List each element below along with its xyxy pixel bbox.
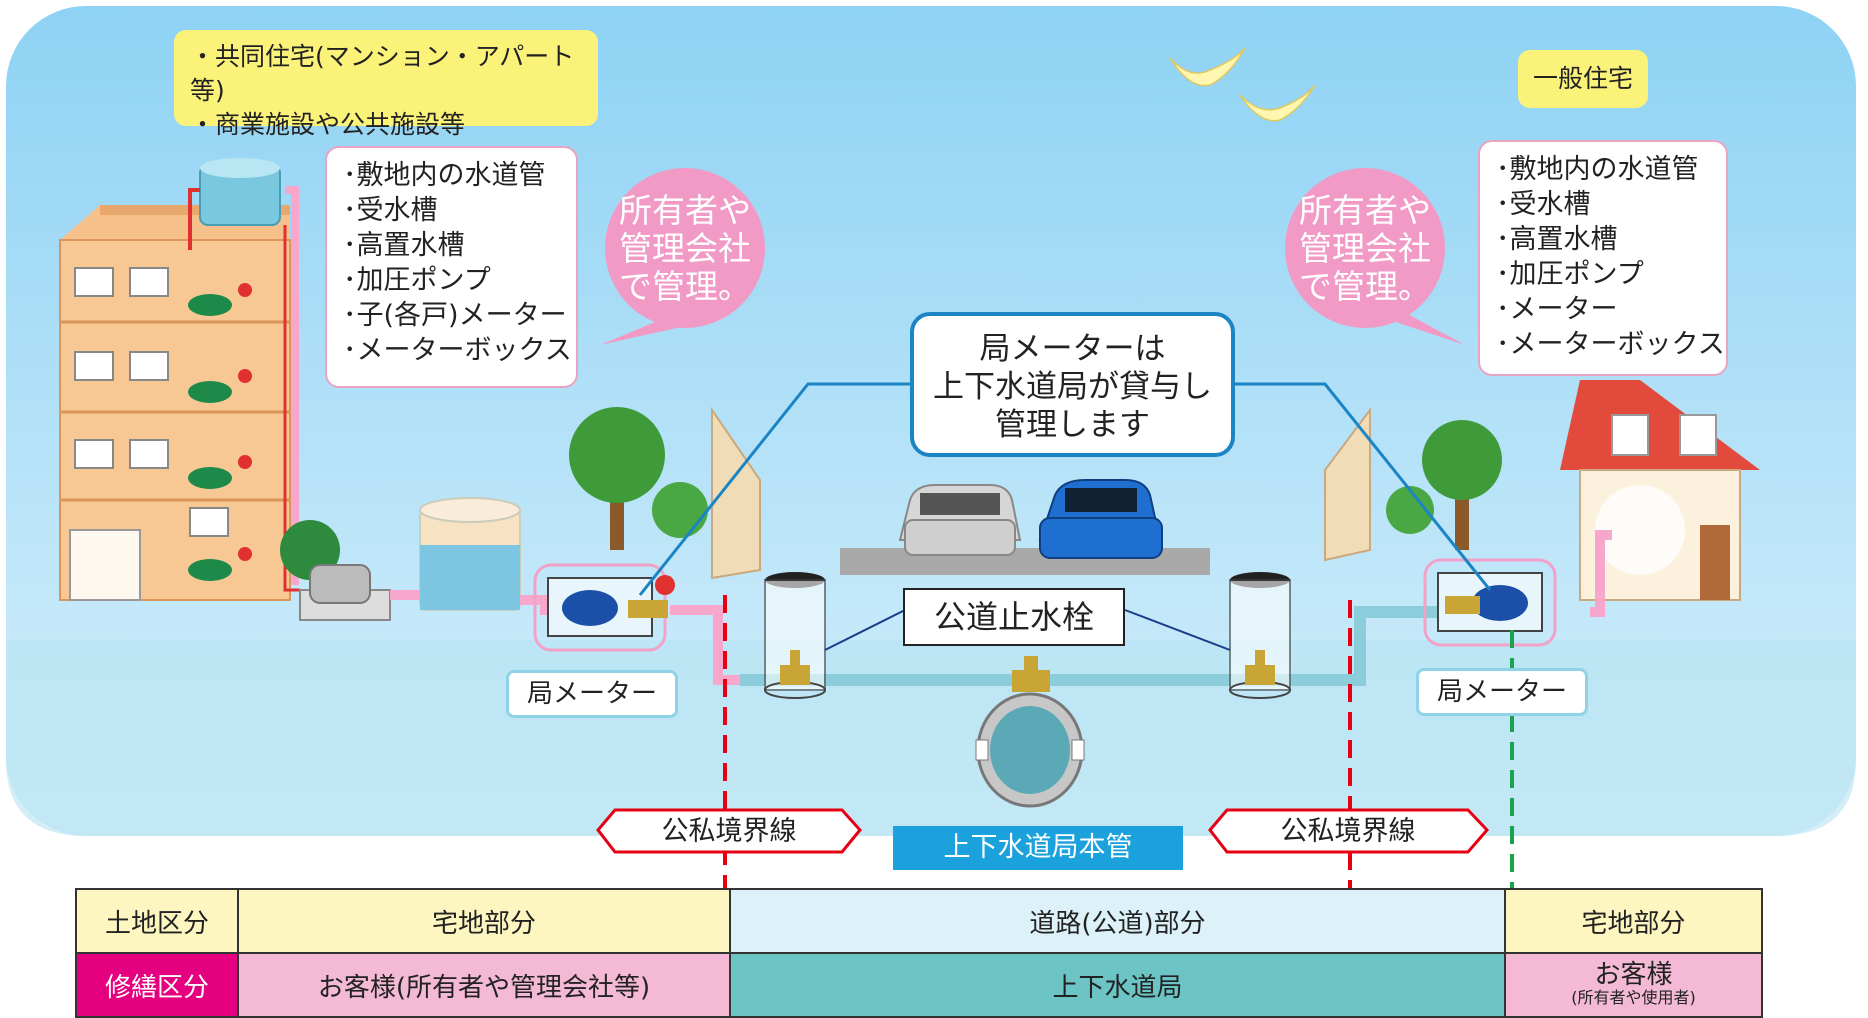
tree-right xyxy=(1386,420,1502,550)
facility-item: ･受水槽 xyxy=(343,195,438,226)
bureau-meter-label-left: 局メーター xyxy=(506,670,678,718)
repair-bureau: 上下水道局 xyxy=(729,952,1506,1018)
tree-left xyxy=(569,407,708,550)
facility-item: ･敷地内の水道管 xyxy=(1496,154,1699,185)
owner-managed-bubble-left: 所有者や 管理会社 で管理。 xyxy=(619,191,751,306)
facility-item: ･メーターボックス xyxy=(1496,329,1725,360)
land-road: 道路(公道)部分 xyxy=(729,888,1506,954)
house-type-label: 一般住宅 xyxy=(1532,64,1633,93)
main-pipe-label: 上下水道局本管 xyxy=(893,826,1183,870)
house xyxy=(1560,380,1760,601)
division-table: 土地区分 宅地部分 道路(公道)部分 宅地部分 修繕区分 お客様(所有者や管理会… xyxy=(75,888,1763,1018)
land-residential-right: 宅地部分 xyxy=(1504,888,1763,954)
facility-item: ･メーターボックス xyxy=(343,335,572,366)
bureau-meter-label-right: 局メーター xyxy=(1416,668,1588,716)
land-residential-left: 宅地部分 xyxy=(237,888,731,954)
car-blue xyxy=(1038,479,1163,559)
stop-valve-left xyxy=(764,572,826,699)
facility-item: ･高置水槽 xyxy=(343,230,465,261)
repair-customer-sub: (所有者や使用者) xyxy=(1571,988,1696,1007)
house-facilities: ･敷地内の水道管 ･受水槽 ･高置水槽 ･加圧ポンプ ･メーター ･メーターボッ… xyxy=(1478,140,1728,376)
facility-item: ･受水槽 xyxy=(1496,189,1591,220)
boundary-tag-left xyxy=(596,808,862,854)
repair-customer-label: お客様 xyxy=(1594,960,1673,990)
facility-item: ･メーター xyxy=(1496,294,1618,325)
multi-unit-types: ・共同住宅(マンション・アパート等) ・商業施設や公共施設等 xyxy=(174,30,598,139)
facility-item: ･加圧ポンプ xyxy=(1496,259,1644,290)
stop-valve-right xyxy=(1229,572,1291,699)
boundary-line-label-right: 公私境界線 xyxy=(1280,816,1416,847)
multi-unit-type: ・商業施設や公共施設等 xyxy=(190,110,466,139)
public-stop-valve-label: 公道止水栓 xyxy=(903,588,1125,646)
boundary-tag-right xyxy=(1208,808,1490,854)
multi-unit-facilities: ･敷地内の水道管 ･受水槽 ･高置水槽 ･加圧ポンプ ･子(各戸)メーター ･メ… xyxy=(325,146,578,388)
car-silver xyxy=(898,484,1022,556)
facility-item: ･敷地内の水道管 xyxy=(343,160,546,191)
facility-item: ･子(各戸)メーター xyxy=(343,300,567,331)
meter-box-right xyxy=(1423,558,1557,647)
apartment-building xyxy=(59,158,300,601)
land-header: 土地区分 xyxy=(75,888,239,954)
repair-header: 修繕区分 xyxy=(75,952,239,1018)
meter-box-left xyxy=(533,563,675,652)
owner-managed-bubble-right: 所有者や 管理会社 で管理。 xyxy=(1299,191,1431,306)
multi-unit-type: ・共同住宅(マンション・アパート等) xyxy=(190,42,575,105)
repair-customer-owner: お客様(所有者や管理会社等) xyxy=(237,952,731,1018)
boundary-line-label-left: 公私境界線 xyxy=(661,816,797,847)
repair-customer: お客様 (所有者や使用者) xyxy=(1504,952,1763,1018)
bureau-meter-callout: 局メーターは 上下水道局が貸与し 管理します xyxy=(910,312,1235,457)
facility-item: ･加圧ポンプ xyxy=(343,265,491,296)
facility-item: ･高置水槽 xyxy=(1496,224,1618,255)
house-type: 一般住宅 xyxy=(1518,50,1648,108)
main-pipe-section xyxy=(975,692,1085,808)
